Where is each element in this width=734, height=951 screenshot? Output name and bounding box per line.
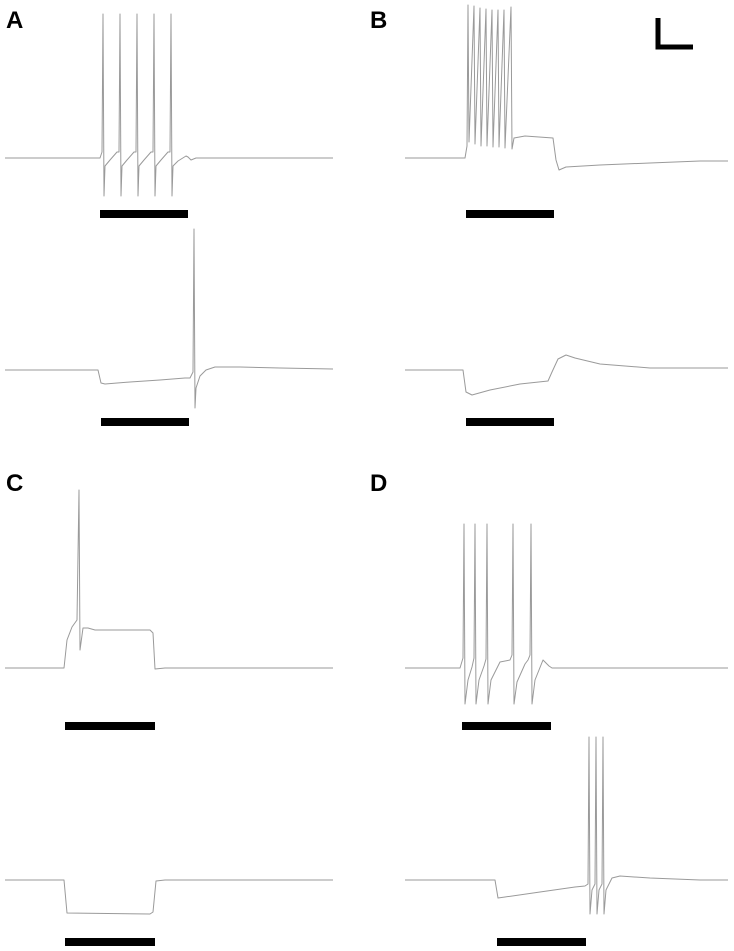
panel-label-a: A bbox=[6, 7, 24, 34]
stimulus-bar-b-bottom bbox=[466, 418, 554, 426]
stimulus-bar-a-bottom bbox=[101, 418, 189, 426]
stimulus-bar-b-top bbox=[466, 210, 554, 218]
stimulus-bar-d-top bbox=[462, 722, 551, 730]
panel-label-d: D bbox=[370, 470, 388, 497]
stimulus-bar-c-top bbox=[65, 722, 155, 730]
stimulus-bar-a-top bbox=[100, 210, 188, 218]
trace-d-bottom bbox=[405, 736, 728, 915]
stimulus-bar-d-bottom bbox=[497, 938, 586, 946]
stimulus-bar-c-bottom bbox=[65, 938, 155, 946]
trace-c-bottom bbox=[5, 879, 333, 915]
panel-label-c: C bbox=[6, 470, 24, 497]
panel-label-b: B bbox=[370, 7, 388, 34]
stimulus-bars bbox=[65, 210, 586, 946]
trace-a-top bbox=[5, 13, 333, 197]
l-shaped-scale-bar-icon bbox=[655, 18, 693, 50]
trace-a-bottom bbox=[5, 228, 334, 409]
trace-b-top bbox=[405, 4, 728, 171]
trace-b-bottom bbox=[405, 354, 728, 396]
trace-c-top bbox=[5, 489, 333, 670]
trace-d-top bbox=[405, 523, 728, 705]
